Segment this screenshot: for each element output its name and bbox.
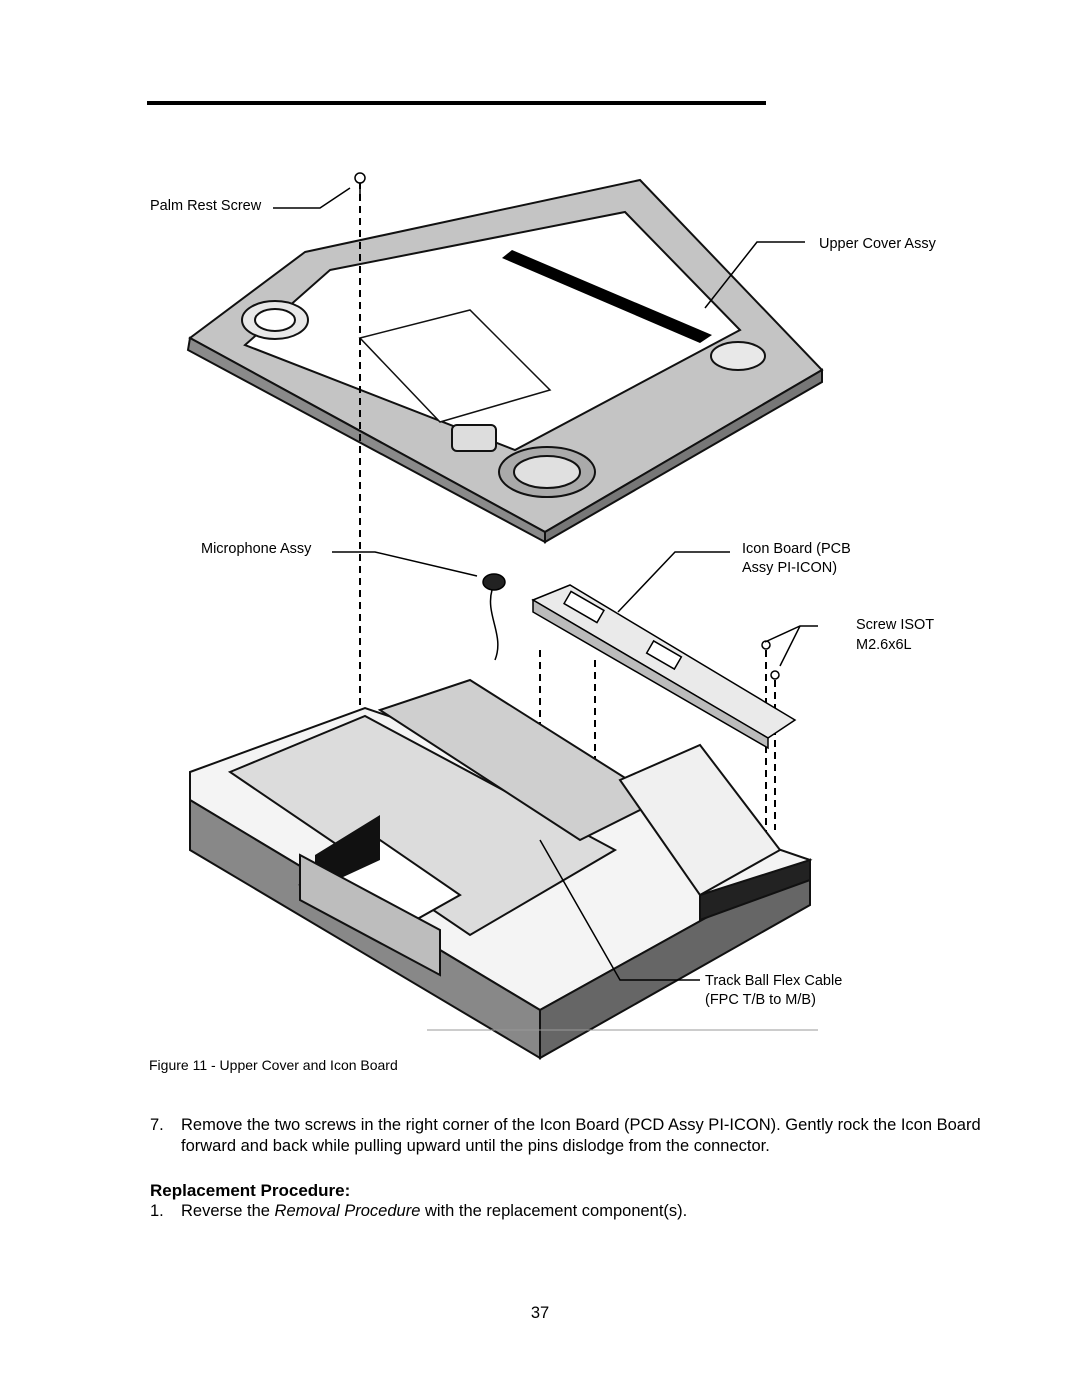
step-number: 7. <box>150 1116 164 1134</box>
header-rule <box>147 101 766 105</box>
callout-leader-lines <box>273 187 818 981</box>
callout-screw-isot-line2: M2.6x6L <box>856 637 912 653</box>
palm-rest-screw <box>354 172 366 195</box>
callout-palm-rest-screw: Palm Rest Screw <box>150 198 262 214</box>
replacement-step-text: Reverse the Removal Procedure with the r… <box>181 1201 687 1222</box>
callout-upper-cover-assy: Upper Cover Assy <box>819 236 936 252</box>
callout-track-ball-line1: Track Ball Flex Cable <box>705 973 843 989</box>
text-before: Reverse the <box>181 1202 275 1220</box>
replacement-step-number: 1. <box>150 1202 164 1220</box>
base-unit <box>189 678 813 1060</box>
upper-cover-assy <box>186 178 824 544</box>
icon-board <box>531 584 797 750</box>
figure-caption: Figure 11 - Upper Cover and Icon Board <box>149 1057 398 1073</box>
exploded-view-illustration <box>186 172 824 1060</box>
exploded-view-figure: Palm Rest Screw Upper Cover Assy Microph… <box>140 160 970 1060</box>
microphone-assy <box>482 573 506 661</box>
callout-icon-board-line2: Assy PI-ICON) <box>742 560 838 576</box>
callout-icon-board-line1: Icon Board (PCB <box>742 541 851 557</box>
replacement-heading: Replacement Procedure: <box>150 1181 351 1200</box>
text-after: with the replacement component(s). <box>420 1202 688 1220</box>
emphasis-removal-procedure: Removal Procedure <box>274 1202 421 1220</box>
callout-screw-isot-line1: Screw ISOT <box>856 617 935 633</box>
page-number: 37 <box>530 1304 550 1322</box>
screw-isot <box>761 640 780 680</box>
callout-microphone-assy: Microphone Assy <box>201 541 312 557</box>
callout-track-ball-line2: (FPC T/B to M/B) <box>705 992 816 1008</box>
step-text: Remove the two screws in the right corne… <box>181 1116 981 1155</box>
